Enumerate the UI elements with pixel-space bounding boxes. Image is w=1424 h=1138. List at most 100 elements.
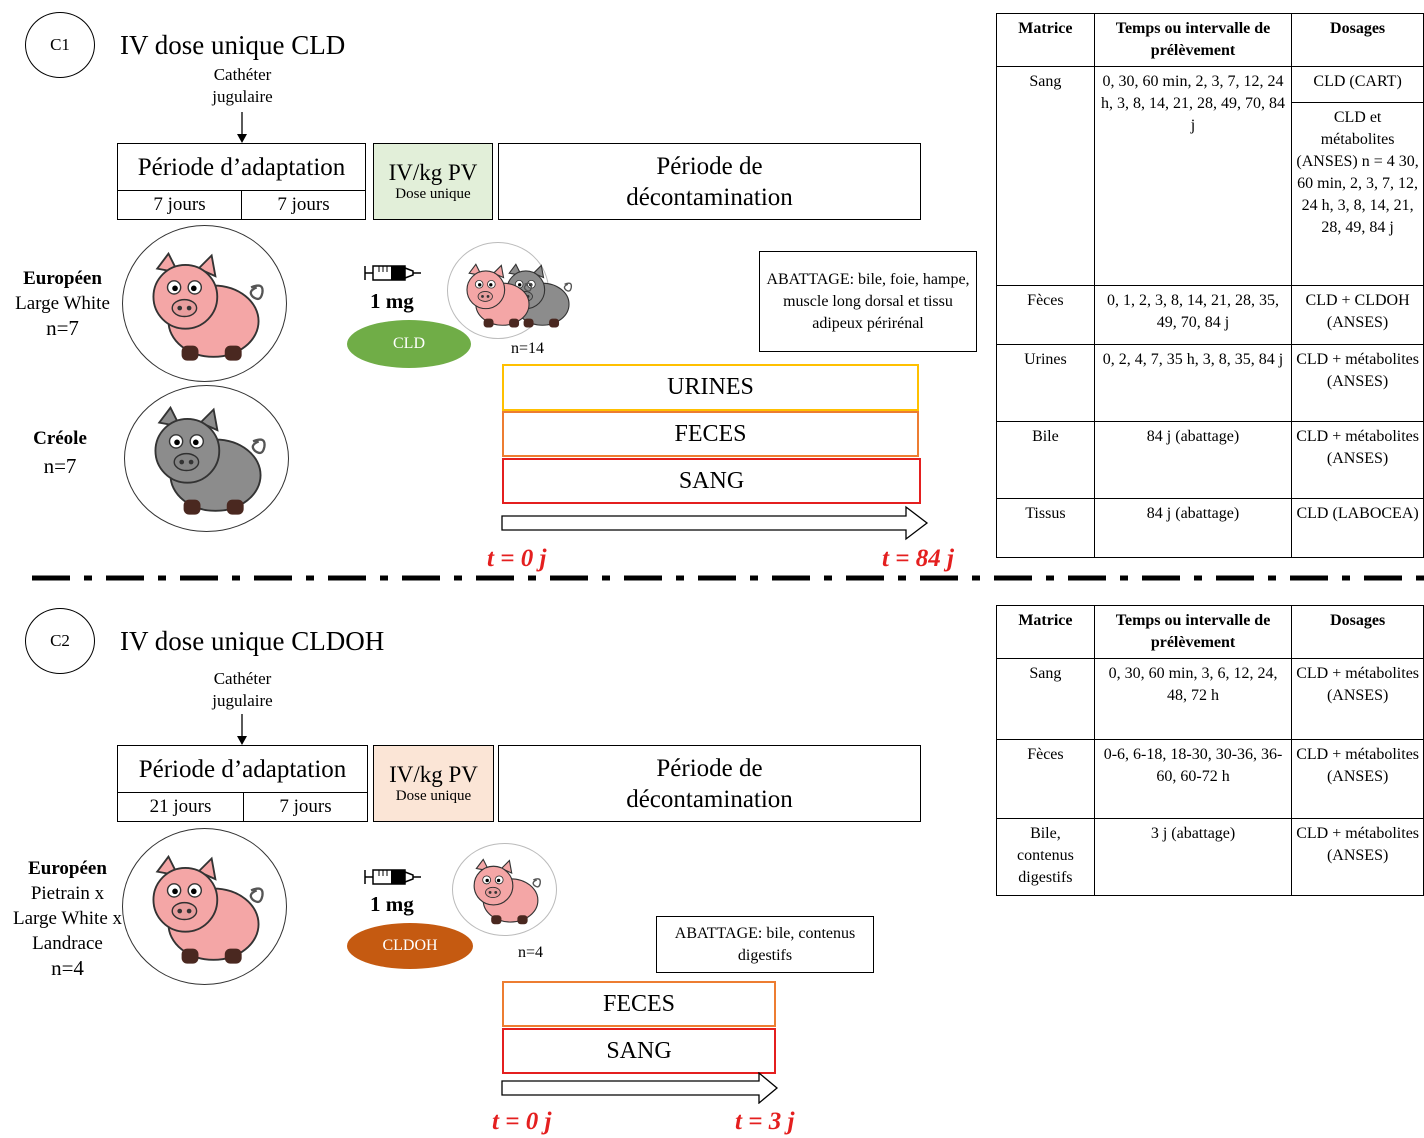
pig-icon: [141, 402, 275, 524]
c1-iv-label: IV/kg PV: [388, 160, 478, 185]
c2-breed1: Européen Pietrain x Large White x Landra…: [5, 856, 130, 981]
table-cell: 84 j (abattage): [1093, 421, 1293, 499]
table-cell: Sang: [996, 66, 1095, 286]
c1-th-temps: Temps ou intervalle de prélèvement: [1093, 13, 1293, 67]
c2-iv-box: IV/kg PV Dose unique: [373, 745, 494, 822]
c2-group-n: n=4: [518, 944, 544, 961]
c1-t0: t = 0 j: [487, 545, 547, 572]
c1-breed1-line: Large White: [15, 293, 110, 314]
c2-sample-feces-label: FECES: [602, 990, 676, 1017]
c1-breed2-n: n=7: [43, 454, 77, 478]
table-cell: 0, 30, 60 min, 3, 6, 12, 24, 48, 72 h: [1093, 658, 1293, 740]
table-cell: 3 j (abattage): [1093, 818, 1293, 896]
c2-adaptation-d2: 7 jours: [243, 792, 368, 822]
table-cell: CLD + métabolites (ANSES): [1291, 421, 1424, 499]
c1-iv-sub: Dose unique: [395, 186, 471, 202]
table-cell: 0-6, 6-18, 18-30, 30-36, 36-60, 60-72 h: [1093, 739, 1293, 819]
table-cell: CLD + métabolites (ANSES): [1291, 818, 1424, 896]
table-cell: CLD + métabolites (ANSES): [1291, 658, 1424, 740]
c2-sample-feces: FECES: [502, 981, 776, 1027]
c1-th-matrice: Matrice: [996, 13, 1095, 67]
c1-sample-feces: FECES: [502, 411, 919, 457]
c2-compound-oval: CLDOH: [347, 923, 473, 969]
c2-compound-label: CLDOH: [382, 937, 438, 954]
table-cell: 0, 1, 2, 3, 8, 14, 21, 28, 35, 49, 70, 8…: [1093, 285, 1293, 345]
c1-compound-label: CLD: [393, 335, 425, 352]
c2-catheter-arrow: [237, 714, 247, 745]
pig-icon: [458, 261, 538, 333]
c2-dose: 1 mg: [370, 892, 414, 916]
table-cell: CLD (CART): [1291, 66, 1424, 103]
c2-adaptation-box: Période d’adaptation: [117, 745, 368, 793]
c1-breed2-name: Créole: [33, 428, 87, 449]
c1-sample-sang: SANG: [502, 458, 921, 504]
table-cell: Sang: [996, 658, 1095, 740]
c2-adaptation-label: Période d’adaptation: [138, 755, 347, 783]
c1-table: Matrice Temps ou intervalle de prélèveme…: [996, 13, 1424, 558]
c2-breed1-line: Pietrain x Large White x Landrace: [12, 883, 123, 954]
c2-sample-sang: SANG: [502, 1028, 776, 1074]
c1-decontam-box: Période de décontamination: [498, 143, 921, 220]
syringe-icon: [363, 862, 423, 892]
c2-t0: t = 0 j: [492, 1108, 552, 1135]
c1-breed1-n: n=7: [46, 316, 79, 340]
c2-decontam-label: Période de décontamination: [626, 754, 793, 813]
table-cell: CLD + métabolites (ANSES): [1291, 739, 1424, 819]
syringe-icon: [363, 258, 423, 288]
table-cell: Urines: [996, 344, 1095, 422]
table-cell: Fèces: [996, 739, 1095, 819]
section-divider: [32, 575, 1424, 581]
table-cell: 0, 30, 60 min, 2, 3, 7, 12, 24 h, 3, 8, …: [1093, 66, 1293, 286]
c1-adaptation-d2: 7 jours: [241, 190, 366, 220]
c1-iv-box: IV/kg PV Dose unique: [373, 143, 493, 220]
table-cell: CLD + métabolites (ANSES): [1291, 344, 1424, 422]
c1-sample-urines: URINES: [502, 364, 919, 411]
c2-th-temps: Temps ou intervalle de prélèvement: [1093, 605, 1293, 659]
c1-sample-urines-label: URINES: [667, 374, 754, 400]
table-cell: 84 j (abattage): [1093, 498, 1293, 558]
c2-badge-text: C2: [50, 631, 70, 650]
c2-iv-sub: Dose unique: [395, 788, 472, 804]
c1-catheter: Cathéter jugulaire: [212, 65, 273, 106]
pig-icon: [465, 856, 547, 930]
c1-compound-oval: CLD: [347, 320, 471, 368]
c2-badge: C2: [25, 608, 95, 674]
c1-timeline-arrow: [501, 505, 929, 541]
table-cell: CLD et métabolites (ANSES) n = 4 30, 60 …: [1291, 101, 1424, 287]
c1-group-n: n=14: [511, 340, 545, 357]
c2-th-matrice: Matrice: [996, 605, 1095, 659]
c2-pig-circle: [122, 828, 287, 985]
c2-adaptation-d1: 21 jours: [117, 792, 244, 822]
c1-badge: C1: [25, 12, 95, 78]
c1-abattage: ABATTAGE: bile, foie, hampe, muscle long…: [759, 251, 977, 352]
c2-pig-group-circle: [452, 843, 557, 936]
c2-breed1-name: Européen: [28, 858, 107, 879]
c1-adaptation-box: Période d’adaptation: [117, 143, 366, 191]
c1-pig-grey-circle: [124, 385, 289, 532]
c1-badge-text: C1: [50, 35, 70, 54]
c1-sample-sang-label: SANG: [678, 467, 745, 494]
c2-th-dosages: Dosages: [1291, 605, 1424, 659]
table-cell: Bile, contenus digestifs: [996, 818, 1095, 896]
table-cell: Bile: [996, 421, 1095, 499]
c1-dose: 1 mg: [370, 289, 414, 313]
c2-tend: t = 3 j: [735, 1108, 795, 1135]
c2-breed1-n: n=4: [51, 956, 84, 980]
c2-iv-label: IV/kg PV: [389, 762, 478, 787]
c1-pig-pink-circle: [122, 225, 287, 382]
c2-sample-sang-label: SANG: [606, 1037, 672, 1064]
c1-breed1: Européen Large White n=7: [5, 266, 120, 341]
table-cell: Fèces: [996, 285, 1095, 345]
c2-decontam-box: Période de décontamination: [498, 745, 921, 822]
table-cell: CLD + CLDOH (ANSES): [1291, 285, 1424, 345]
c1-sample-feces-label: FECES: [674, 420, 747, 447]
c2-title: IV dose unique CLDOH: [120, 626, 385, 656]
c1-adaptation-label: Période d’adaptation: [137, 153, 346, 181]
pig-icon: [139, 248, 273, 370]
c1-catheter-arrow: [237, 112, 247, 143]
c1-breed1-name: Européen: [23, 268, 102, 289]
c1-decontam-label: Période de décontamination: [626, 152, 793, 211]
pig-icon: [139, 851, 273, 973]
c2-table: Matrice Temps ou intervalle de prélèveme…: [996, 605, 1424, 896]
c1-adaptation-d1: 7 jours: [117, 190, 242, 220]
